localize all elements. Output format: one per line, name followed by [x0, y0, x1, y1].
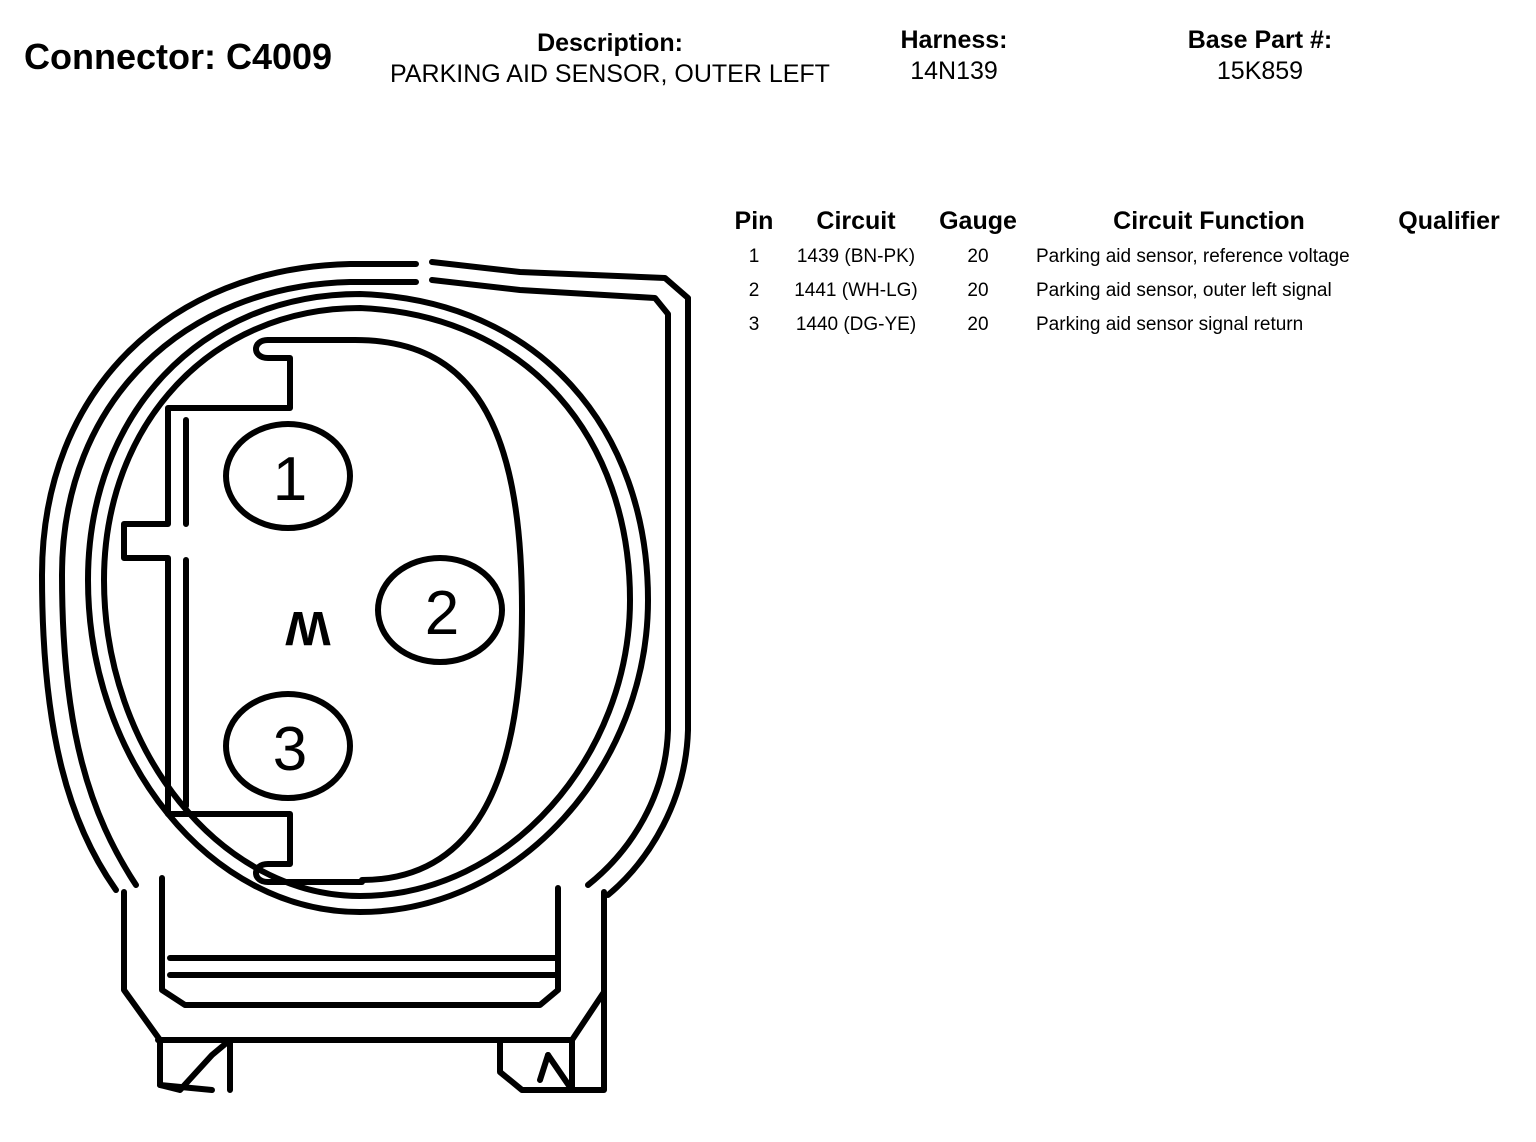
- base-part-value: 15K859: [1216, 57, 1304, 85]
- housing-outer-shell-right: [429, 259, 691, 898]
- description-value: PARKING AID SENSOR, OUTER LEFT: [390, 60, 830, 88]
- cell-pin: 2: [748, 280, 760, 301]
- latch-foot-right: [497, 1037, 575, 1093]
- pin-cavity-1: [223, 421, 353, 531]
- base-part-block: Base Part #: 15K859: [1160, 25, 1360, 87]
- latch-frame-outer: [121, 889, 233, 1093]
- pin-cavity-2: [375, 555, 505, 665]
- col-header-qualifier: Qualifier: [1398, 207, 1500, 235]
- description-block: Description: PARKING AID SENSOR, OUTER L…: [360, 28, 860, 90]
- col-header-gauge: Gauge: [939, 207, 1017, 235]
- pin-table-header-row: Pin Circuit Gauge Circuit Function Quali…: [722, 207, 1510, 240]
- pin-label-1: 1: [273, 445, 307, 514]
- housing-seal-ring-inner: [101, 305, 633, 899]
- terminal-insert-left: [121, 337, 365, 885]
- cell-circuit: 1440 (DG-YE): [795, 314, 917, 335]
- base-part-label: Base Part #:: [1187, 26, 1333, 54]
- cell-qualifier: [1388, 308, 1510, 342]
- connector-title: Connector: C4009: [24, 36, 333, 77]
- cell-function: Parking aid sensor, outer left signal: [1036, 280, 1332, 301]
- cell-circuit: 1441 (WH-LG): [794, 280, 918, 301]
- cell-function: Parking aid sensor signal return: [1036, 314, 1304, 335]
- housing-shell-second-right: [429, 277, 671, 888]
- pin-table: Pin Circuit Gauge Circuit Function Quali…: [722, 207, 1510, 342]
- cell-pin: 1: [748, 246, 760, 267]
- cell-gauge: 20: [967, 246, 989, 267]
- cell-gauge: 20: [967, 280, 989, 301]
- cell-pin: 3: [748, 314, 760, 335]
- pin-cavity-3: [223, 691, 353, 801]
- housing-shell-second: [59, 279, 419, 888]
- table-row: 2 1441 (WH-LG) 20 Parking aid sensor, ou…: [722, 274, 1510, 308]
- latch-foot-left: [157, 1082, 215, 1093]
- table-row: 3 1440 (DG-YE) 20 Parking aid sensor sig…: [722, 308, 1510, 342]
- key-letter: W: [285, 601, 331, 654]
- col-header-pin: Pin: [734, 207, 774, 235]
- connector-face-drawing: 1 2 3 W: [39, 259, 691, 1093]
- cell-gauge: 20: [967, 314, 989, 335]
- housing-outer-shell: [39, 261, 419, 893]
- cell-qualifier: [1388, 240, 1510, 274]
- cell-function: Parking aid sensor, reference voltage: [1036, 246, 1350, 267]
- table-row: 1 1439 (BN-PK) 20 Parking aid sensor, re…: [722, 240, 1510, 274]
- terminal-insert-outline: [265, 337, 525, 883]
- col-header-circuit: Circuit: [816, 207, 896, 235]
- harness-label: Harness:: [900, 26, 1008, 54]
- pin-label-2: 2: [425, 579, 459, 648]
- col-header-circuit-function: Circuit Function: [1113, 207, 1305, 235]
- pin-label-3: 3: [273, 715, 307, 784]
- cell-circuit: 1439 (BN-PK): [796, 246, 916, 267]
- harness-value: 14N139: [910, 57, 998, 85]
- housing-seal-ring: [85, 291, 651, 915]
- latch-frame-right: [545, 889, 607, 1093]
- cell-qualifier: [1388, 274, 1510, 308]
- description-label: Description:: [537, 29, 683, 57]
- harness-block: Harness: 14N139: [874, 25, 1034, 87]
